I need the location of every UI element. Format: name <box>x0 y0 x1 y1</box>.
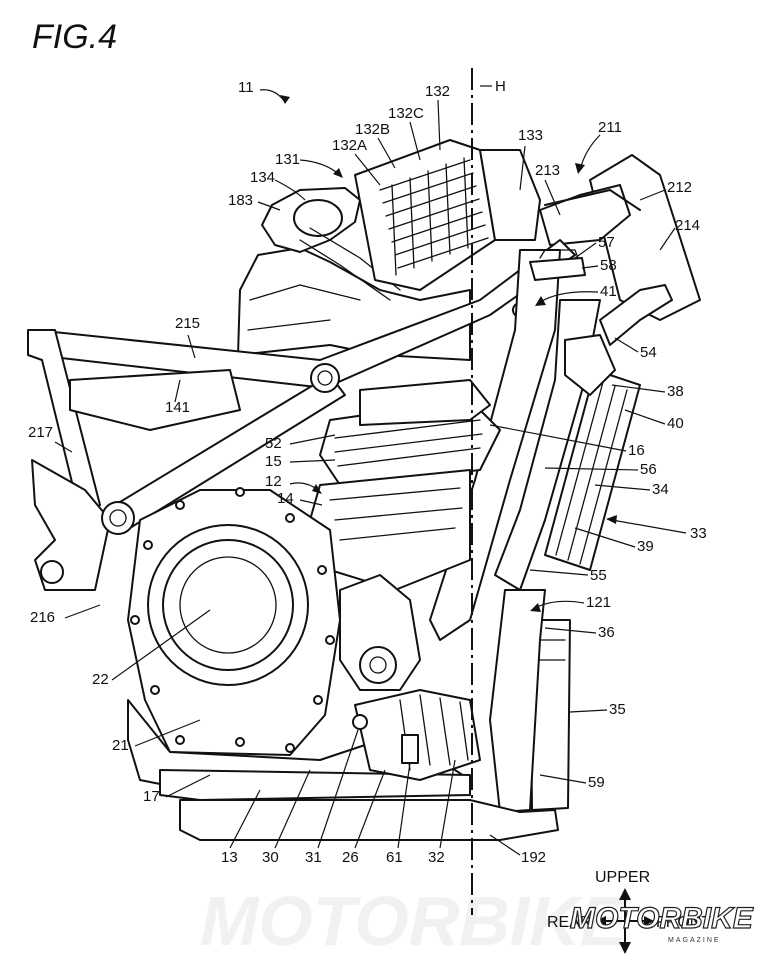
ref-217: 217 <box>28 424 53 441</box>
ref-132B: 132B <box>355 121 390 138</box>
ref-132A: 132A <box>332 137 367 154</box>
ref-30: 30 <box>262 849 279 866</box>
logo-subtext: MAGAZINE <box>668 937 721 944</box>
ref-16: 16 <box>628 442 645 459</box>
direction-upper-label: UPPER <box>595 869 650 886</box>
ref-141: 141 <box>165 399 190 416</box>
ref-215: 215 <box>175 315 200 332</box>
ref-34: 34 <box>652 481 669 498</box>
ref-212: 212 <box>667 179 692 196</box>
rear-mount-hole <box>41 561 63 583</box>
ref-32: 32 <box>428 849 445 866</box>
ref-52: 52 <box>265 435 282 452</box>
ref-35: 35 <box>609 701 626 718</box>
ref-26: 26 <box>342 849 359 866</box>
ref-11: 11 <box>238 79 254 96</box>
ref-133: 133 <box>518 127 543 144</box>
ref-211: 211 <box>598 119 622 136</box>
rear-plate <box>70 370 240 430</box>
fitting-57-58 <box>530 258 585 280</box>
bolt-31 <box>353 715 367 729</box>
ref-21: 21 <box>112 737 129 754</box>
ref-183: 183 <box>228 192 253 209</box>
pump-pulley <box>360 647 396 683</box>
ref-132C: 132C <box>388 105 424 122</box>
ref-214: 214 <box>675 217 700 234</box>
ref-38: 38 <box>667 383 684 400</box>
ref-59: 59 <box>588 774 605 791</box>
ref-213: 213 <box>535 162 560 179</box>
ref-131: 131 <box>275 151 300 168</box>
ref-216: 216 <box>30 609 55 626</box>
sensor-61 <box>402 735 418 763</box>
crankcase-cover <box>128 490 340 755</box>
ref-56: 56 <box>640 461 657 478</box>
axis-label: H <box>495 78 506 95</box>
ref-134: 134 <box>250 169 275 186</box>
ref-36: 36 <box>598 624 615 641</box>
logo-text: MOTORBIKE <box>570 902 754 935</box>
ref-22: 22 <box>92 671 109 688</box>
ref-57: 57 <box>598 234 615 251</box>
pivot-bolt-upper <box>311 364 339 392</box>
ref-58: 58 <box>600 257 617 274</box>
ref-17: 17 <box>143 788 160 805</box>
ref-121: 121 <box>586 594 611 611</box>
ref-39: 39 <box>637 538 654 555</box>
ref-40: 40 <box>667 415 684 432</box>
ref-54: 54 <box>640 344 657 361</box>
ref-13: 13 <box>221 849 238 866</box>
ref-192: 192 <box>521 849 546 866</box>
ref-61: 61 <box>386 849 403 866</box>
ref-132: 132 <box>425 83 450 100</box>
ref-15: 15 <box>265 453 282 470</box>
pivot-bolt-rear <box>102 502 134 534</box>
ref-41: 41 <box>600 283 617 300</box>
ref-55: 55 <box>590 567 607 584</box>
figure-title: FIG.4 <box>32 18 117 56</box>
ref-14: 14 <box>277 490 294 507</box>
ref-33: 33 <box>690 525 707 542</box>
intake-funnel <box>294 200 342 236</box>
ref-31: 31 <box>305 849 322 866</box>
ref-12: 12 <box>265 473 282 490</box>
valve-cover <box>360 380 490 425</box>
